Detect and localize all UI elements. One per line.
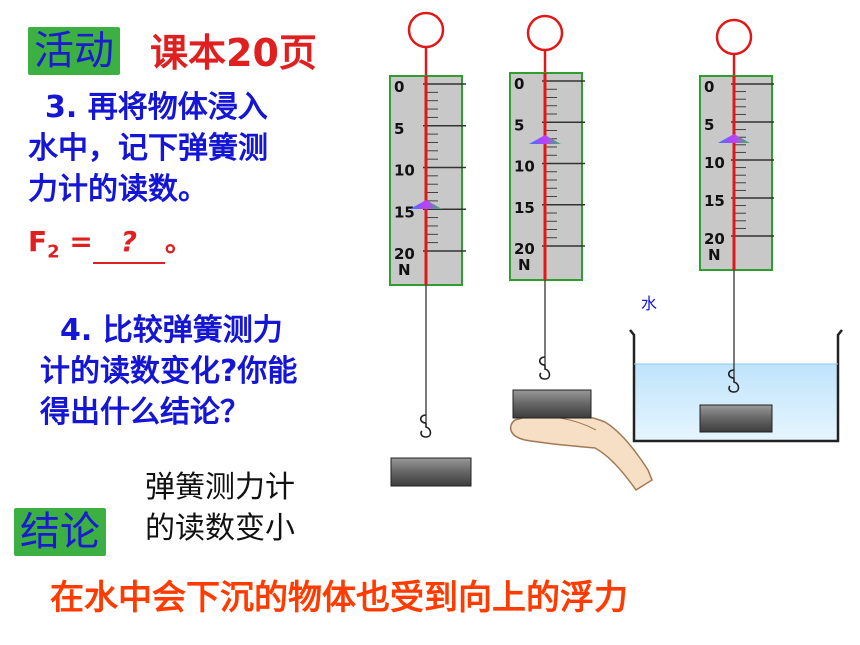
step4-line3: 得出什么结论？ bbox=[40, 395, 250, 430]
tick-label: 15 bbox=[394, 203, 415, 221]
conclusion-tag: 结论 bbox=[14, 508, 106, 556]
step3-line1: 3. 再将物体浸入 bbox=[45, 90, 268, 125]
pointer-indicator bbox=[718, 134, 750, 143]
pointer-indicator bbox=[529, 135, 561, 144]
tick-label: 20 bbox=[704, 230, 725, 248]
tick-label: 10 bbox=[514, 158, 535, 176]
pointer-indicator bbox=[410, 200, 442, 209]
tick-label: 0 bbox=[394, 78, 404, 96]
spring-scale-1: 0 5 10 15 20N bbox=[389, 11, 472, 487]
unit-label: N bbox=[518, 256, 531, 274]
tick-label: 15 bbox=[704, 192, 725, 210]
unit-label: N bbox=[708, 246, 721, 264]
metal-block bbox=[699, 404, 773, 433]
tick-label: 5 bbox=[394, 120, 404, 138]
unit-label: N bbox=[398, 261, 411, 279]
step4-line1: 4. 比较弹簧测力 bbox=[60, 313, 283, 348]
f2-equals: = bbox=[59, 225, 93, 258]
tick-label: 10 bbox=[394, 162, 415, 180]
tick-label: 5 bbox=[704, 116, 714, 134]
step4-line2: 计的读数变化?你能 bbox=[40, 354, 298, 389]
top-ring bbox=[526, 14, 564, 52]
tick-label: 0 bbox=[514, 75, 524, 93]
f2-subscript: 2 bbox=[47, 241, 60, 263]
f2-answer-blank: ? bbox=[92, 222, 165, 264]
f2-period: 。 bbox=[164, 225, 193, 258]
scale-body bbox=[699, 75, 773, 271]
hook-icon bbox=[419, 414, 432, 438]
tick-label: 20 bbox=[394, 245, 415, 263]
f2-symbol: F bbox=[28, 225, 48, 258]
metal-block bbox=[390, 457, 472, 487]
top-ring bbox=[407, 11, 445, 49]
tick-label: 0 bbox=[704, 78, 714, 96]
conclusion-line1: 弹簧测力计 bbox=[145, 470, 295, 505]
tick-label: 5 bbox=[514, 116, 524, 134]
spring-scale-3: 0 5 10 15 20N bbox=[699, 18, 774, 433]
beaker-outline bbox=[629, 329, 843, 443]
top-ring bbox=[715, 18, 753, 56]
metal-block bbox=[512, 389, 592, 419]
hook-icon bbox=[727, 369, 740, 393]
bottom-statement: 在水中会下沉的物体也受到向上的浮力 bbox=[50, 578, 628, 618]
step3-line3: 力计的读数。 bbox=[28, 172, 208, 207]
hand-crease bbox=[559, 417, 597, 431]
textbook-reference: 课本20页 bbox=[150, 31, 317, 75]
conclusion-line2: 的读数变小 bbox=[145, 511, 295, 546]
tick-label: 15 bbox=[514, 199, 535, 217]
tick-label: 20 bbox=[514, 240, 535, 258]
f2-formula: F2 =?。 bbox=[28, 222, 193, 273]
hook-icon bbox=[538, 356, 551, 380]
step3-line2: 水中，记下弹簧测 bbox=[28, 131, 268, 166]
spring-scale-2: 0 5 10 15 20N bbox=[509, 14, 592, 419]
activity-tag: 活动 bbox=[28, 27, 120, 75]
tick-label: 10 bbox=[704, 154, 725, 172]
water-label: 水 bbox=[641, 294, 658, 313]
